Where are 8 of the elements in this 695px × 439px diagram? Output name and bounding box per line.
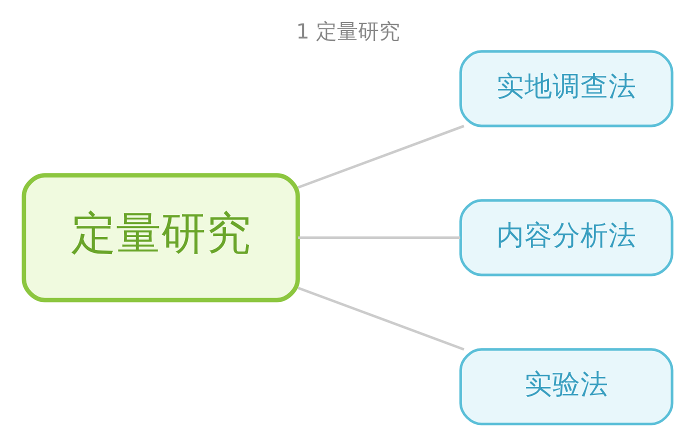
connector — [297, 124, 464, 189]
node-box: 定量研究 — [21, 173, 300, 302]
diagram-title: 1 定量研究 — [296, 20, 400, 44]
node-box: 实地调查法 — [458, 50, 673, 128]
node-box: 实验法 — [458, 348, 673, 426]
connector — [297, 286, 464, 351]
connector — [298, 236, 460, 239]
node-box: 内容分析法 — [458, 199, 673, 276]
